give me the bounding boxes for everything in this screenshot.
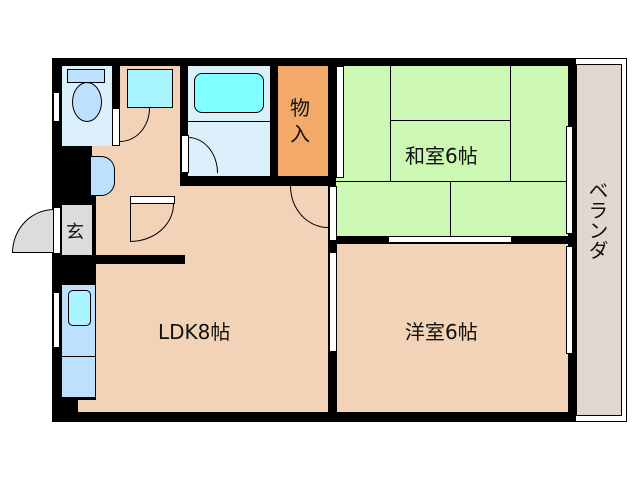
tatami-line <box>450 181 451 236</box>
kitchen-window[interactable] <box>53 292 60 348</box>
tatami-line <box>336 181 568 182</box>
storage <box>278 66 328 176</box>
toilet-bowl <box>72 82 102 122</box>
veranda <box>576 64 622 416</box>
entrance-door-swing[interactable] <box>12 209 54 253</box>
washitsu-ldk-door[interactable] <box>329 186 337 241</box>
toilet-tank <box>67 69 105 83</box>
tatami-line <box>390 66 391 182</box>
yoshitsu-veranda-window[interactable] <box>566 246 573 354</box>
storage-label-bottom: 入 <box>290 122 310 146</box>
washitsu-sliding-door[interactable] <box>336 66 344 178</box>
tatami-line <box>510 66 511 182</box>
storage-label-top: 物 <box>290 96 310 120</box>
bathtub <box>194 73 264 113</box>
entrance <box>62 205 92 255</box>
entrance-door[interactable] <box>53 207 61 254</box>
washing-machine <box>127 69 173 108</box>
tatami-line <box>390 120 510 121</box>
entrance-label: 玄 <box>66 222 84 243</box>
washitsu-yoshitsu-sliding-door[interactable] <box>388 236 512 243</box>
toilet-window <box>53 92 60 122</box>
veranda-label: ベランダ <box>585 180 609 260</box>
washitsu-room <box>336 66 568 236</box>
kitchen-partition-wall <box>92 255 185 264</box>
yoshitsu-room <box>337 244 568 412</box>
ldk-label: LDK8帖 <box>158 320 231 344</box>
washitsu-veranda-window[interactable] <box>566 126 573 234</box>
yoshitsu-label: 洋室6帖 <box>405 320 478 344</box>
counter-divider <box>61 356 96 357</box>
toilet-door[interactable] <box>112 108 120 146</box>
ldk-yoshitsu-sliding-door[interactable] <box>329 252 337 352</box>
ldk-room-lower <box>78 400 108 412</box>
wash-basin <box>90 156 115 196</box>
ldk-door[interactable] <box>130 196 175 204</box>
kitchen-sink <box>68 290 91 326</box>
bath-divider <box>188 121 270 122</box>
washitsu-label: 和室6帖 <box>405 144 478 168</box>
